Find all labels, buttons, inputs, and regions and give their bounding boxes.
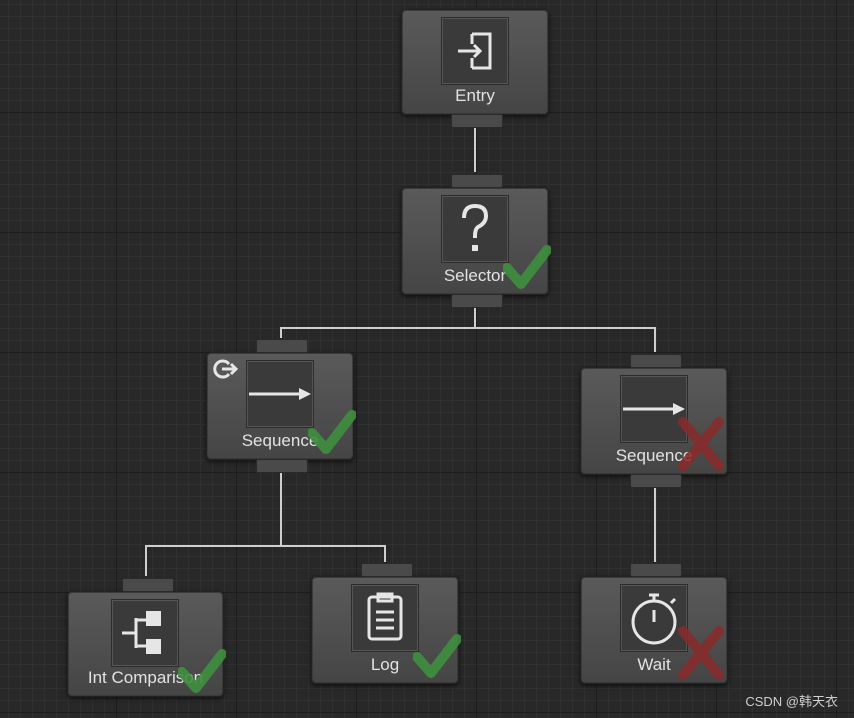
output-port[interactable] (451, 294, 503, 308)
success-check-icon (178, 649, 226, 693)
arrow-right-icon (620, 375, 688, 443)
failure-x-icon (678, 626, 724, 680)
success-check-icon (308, 410, 356, 454)
log-node[interactable]: Log (311, 563, 461, 684)
entry-icon (441, 17, 509, 85)
output-port[interactable] (451, 114, 503, 128)
clipboard-icon (351, 584, 419, 652)
input-port[interactable] (122, 578, 174, 592)
input-port[interactable] (630, 354, 682, 368)
int-comparison-node[interactable]: Int Comparison (67, 578, 226, 697)
input-port[interactable] (361, 563, 413, 577)
node-label: Wait (637, 655, 671, 674)
node-label: Sequence (615, 446, 693, 465)
success-check-icon (503, 245, 551, 289)
stopwatch-icon (620, 584, 688, 652)
input-port[interactable] (451, 174, 503, 188)
wait-node[interactable]: Wait (580, 563, 728, 684)
node-label: Int Comparison (87, 668, 204, 687)
question-icon (441, 195, 509, 263)
node-label: Entry (455, 86, 495, 105)
node-label: Selector (443, 266, 507, 285)
watermark: CSDN @韩天衣 (745, 694, 838, 709)
entry-node[interactable]: Entry (401, 9, 549, 128)
failure-x-icon (678, 417, 724, 471)
conditional-abort-icon (213, 359, 238, 379)
wire-selector-children (280, 308, 656, 352)
sequence-node-right[interactable]: Sequence (580, 354, 728, 488)
output-port[interactable] (256, 459, 308, 473)
hierarchy-icon (111, 599, 179, 667)
sequence-node-left[interactable]: Sequence (206, 339, 356, 473)
node-label: Sequence (241, 431, 319, 450)
wire-sequence-children (145, 472, 386, 576)
success-check-icon (413, 634, 461, 678)
input-port[interactable] (630, 563, 682, 577)
input-port[interactable] (256, 339, 308, 353)
arrow-right-icon (246, 360, 314, 428)
node-label: Log (370, 655, 400, 674)
output-port[interactable] (630, 474, 682, 488)
selector-node[interactable]: Selector (401, 174, 551, 308)
